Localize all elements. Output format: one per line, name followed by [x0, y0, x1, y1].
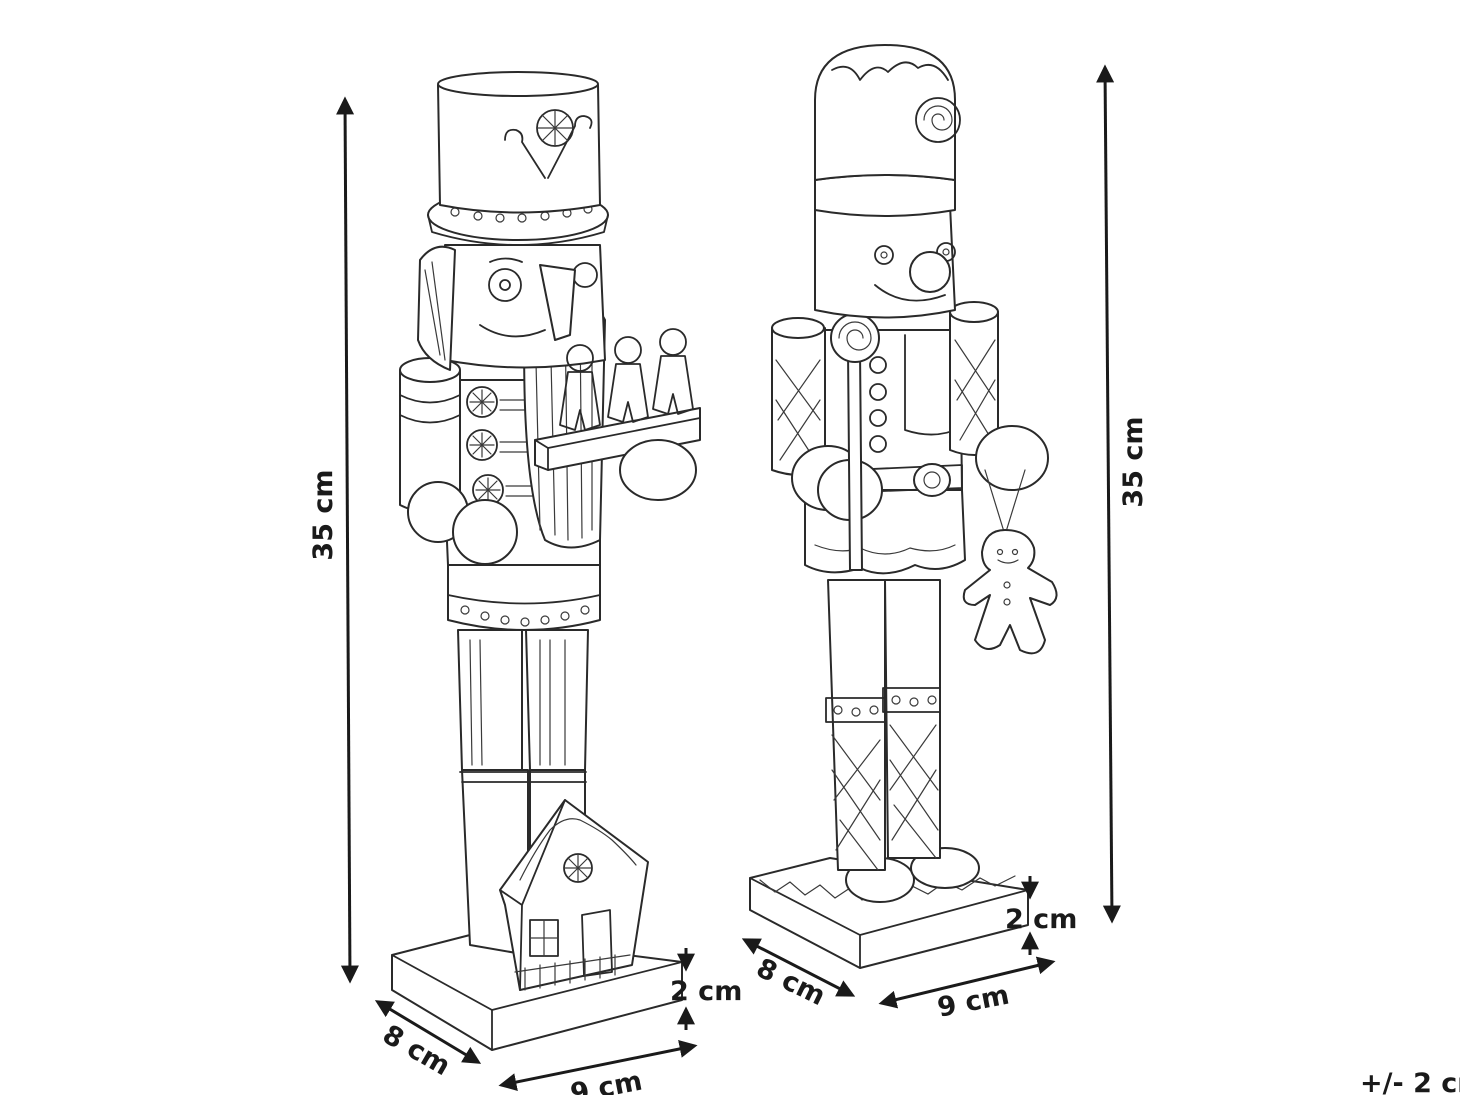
left-depth-label: 8 cm: [377, 1019, 455, 1082]
left-nutcracker-illustration: [391, 71, 701, 1051]
right-depth-label: 8 cm: [751, 953, 830, 1013]
tolerance-label: +/- 2 cm: [1360, 1068, 1460, 1095]
left-height-label: 35 cm: [308, 469, 339, 560]
right-base-height-label: 2 cm: [1005, 904, 1077, 935]
dimension-arrows: [336, 64, 1121, 1091]
right-height-label: 35 cm: [1118, 416, 1149, 507]
left-base-height-label: 2 cm: [670, 976, 742, 1007]
right-nutcracker-illustration: [749, 44, 1058, 969]
